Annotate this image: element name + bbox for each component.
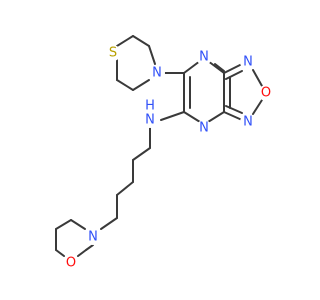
bond bbox=[214, 63, 225, 72]
bond bbox=[183, 60, 201, 74]
furazan-nitrogen-bottom-label: N bbox=[243, 115, 253, 130]
bond bbox=[77, 249, 87, 257]
furazan-oxygen-label: O bbox=[261, 86, 271, 101]
bond bbox=[207, 111, 225, 123]
bond bbox=[70, 219, 86, 230]
bond bbox=[55, 249, 65, 257]
morpholine-nitrogen-label: N bbox=[88, 230, 98, 245]
bond bbox=[85, 244, 94, 251]
molecule-structure: S N N N O N N N H N O bbox=[55, 35, 274, 271]
bond bbox=[223, 111, 243, 121]
bond bbox=[225, 70, 243, 80]
bonds bbox=[55, 35, 263, 257]
bond bbox=[160, 111, 185, 121]
bond bbox=[252, 99, 263, 115]
amine-hydrogen-label: H bbox=[145, 99, 155, 114]
atom-labels: S N N N O N N N H N O bbox=[63, 45, 274, 271]
morpholine-oxygen-label: O bbox=[66, 256, 76, 271]
bond bbox=[225, 105, 243, 114]
bond bbox=[132, 35, 150, 47]
sulfur-atom-label: S bbox=[109, 46, 117, 61]
bond bbox=[148, 45, 156, 65]
bond bbox=[55, 219, 72, 230]
bond bbox=[132, 79, 150, 91]
bond bbox=[116, 35, 134, 47]
amine-nitrogen-label: N bbox=[145, 113, 155, 128]
bond bbox=[183, 111, 201, 123]
bond bbox=[116, 181, 134, 196]
thiomorpholine-nitrogen-label: N bbox=[152, 66, 162, 81]
furazan-nitrogen-top-label: N bbox=[243, 55, 253, 70]
bond bbox=[223, 63, 243, 74]
bond bbox=[252, 69, 263, 87]
bond bbox=[207, 60, 225, 74]
pyrazine-nitrogen-top-label: N bbox=[199, 50, 209, 65]
bond bbox=[132, 147, 151, 161]
pyrazine-nitrogen-bottom-label: N bbox=[199, 121, 209, 136]
bond bbox=[116, 79, 134, 91]
bond bbox=[100, 217, 118, 230]
